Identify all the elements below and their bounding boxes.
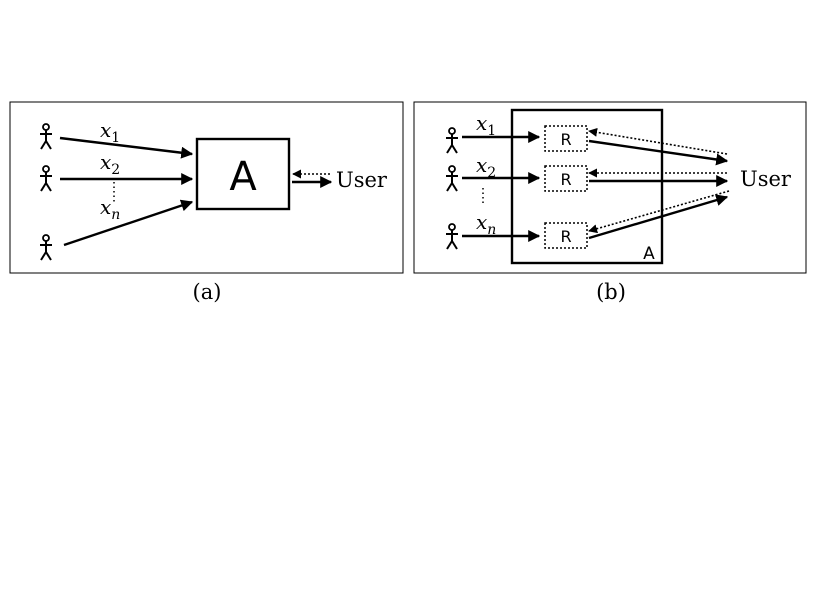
input-label-n: xn	[100, 195, 120, 223]
algorithm-box	[195, 137, 291, 211]
randomizer-label: R	[560, 170, 571, 189]
panel-a: x1 x2 xn A User (a)	[9, 101, 404, 304]
randomizer-n: R	[544, 222, 588, 249]
randomizer-label: R	[560, 227, 571, 246]
input-arrow-1	[59, 136, 194, 159]
randomizer-2: R	[544, 165, 588, 192]
person-icon	[39, 234, 53, 261]
input-label-2: x2	[476, 153, 496, 181]
panel-b-frame	[413, 101, 807, 274]
input-label-n: xn	[476, 210, 496, 238]
caption-b: (b)	[596, 280, 626, 304]
algorithm-label: A	[643, 244, 655, 264]
user-label: User	[740, 167, 792, 191]
response-arrow-n	[588, 194, 729, 240]
person-icon	[39, 165, 53, 192]
randomizer-box	[544, 125, 588, 152]
input-arrow-n	[63, 199, 194, 247]
person-icon	[445, 165, 459, 192]
input-label-1: x1	[476, 111, 496, 139]
panel-b: A x1 x2 xn R R R	[413, 101, 807, 304]
input-label-1: x1	[100, 118, 120, 146]
algorithm-box	[510, 108, 664, 265]
panel-a-frame	[9, 101, 404, 274]
person-icon	[445, 223, 459, 250]
randomizer-label: R	[560, 130, 571, 149]
query-arrow-n	[588, 190, 730, 234]
person-icon	[445, 127, 459, 154]
randomizer-1: R	[544, 125, 588, 152]
randomizer-box	[544, 165, 588, 192]
person-icon	[39, 123, 53, 150]
user-label: User	[336, 168, 388, 192]
algorithm-label: A	[229, 154, 257, 200]
query-arrow-1	[588, 127, 728, 155]
caption-a: (a)	[193, 280, 222, 304]
input-label-2: x2	[100, 150, 120, 178]
randomizer-box	[544, 222, 588, 249]
response-arrow-1	[588, 139, 729, 166]
